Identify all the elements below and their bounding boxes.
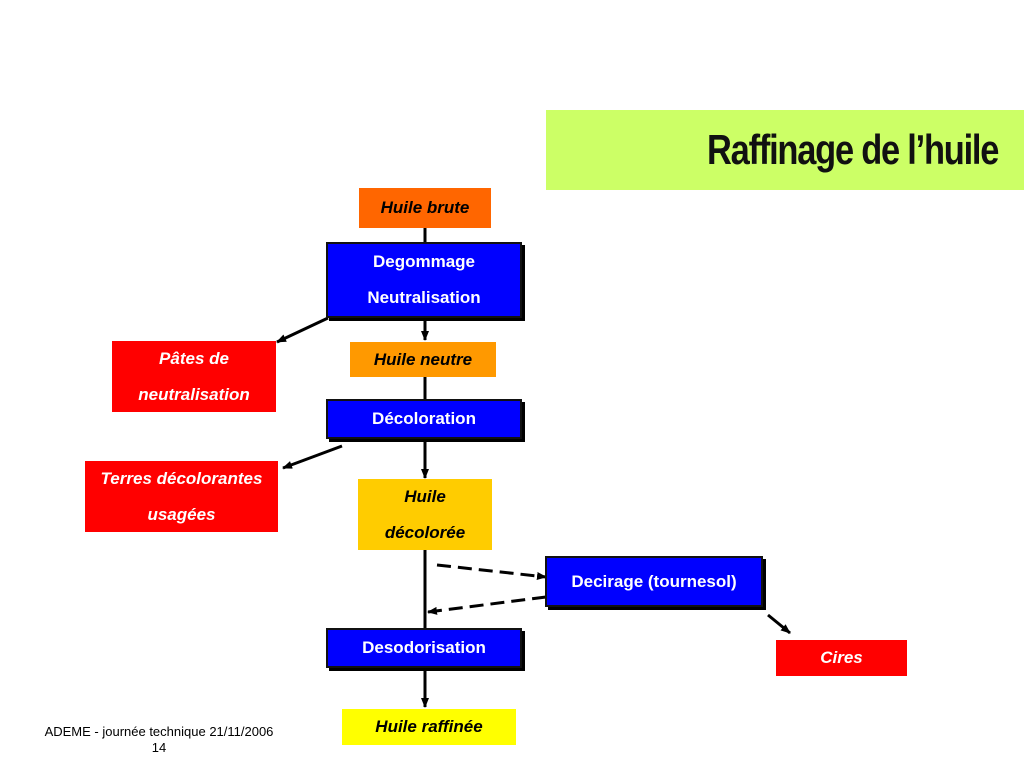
spent-earth-box: Terres décolorantes usagées [85,461,278,532]
bleached-oil-box: Huile décolorée [358,479,492,550]
dashed-arrow-from-dewaxing [427,595,547,615]
raw-oil-label: Huile brute [380,198,470,217]
arrow-to-spent-earth [282,444,343,470]
neutral-oil-label: Huile neutre [373,349,473,369]
refined-oil-label: Huile raffinée [375,717,483,736]
dashed-arrow-to-dewaxing [436,563,547,580]
soapstock-label-line1: Pâtes de [159,348,229,368]
degumming-label: Degommage [372,252,476,271]
footer-event: ADEME - journée technique 21/11/2006 [44,724,274,739]
footer: ADEME - journée technique 21/11/2006 14 [24,724,294,756]
deodorization-box: Desodorisation [326,628,522,668]
deodorization-label: Desodorisation [362,638,486,657]
spent-earth-label-line1: Terres décolorantes [100,468,263,488]
arrow-to-waxes [767,613,791,635]
bleached-oil-label-line1: Huile [404,486,446,506]
neutralization-label: Neutralisation [367,288,481,307]
slide-title: Raffinage de l’huile [707,126,999,173]
waxes-box: Cires [776,640,907,676]
dewaxing-label: Decirage (tournesol) [571,571,737,591]
spent-earth-label-line2: usagées [147,504,216,524]
degumming-neutralization-box: Degommage Neutralisation [326,242,522,318]
arrow-to-soapstock [276,316,329,344]
raw-oil-box: Huile brute [359,188,491,228]
soapstock-box: Pâtes de neutralisation [112,341,276,412]
bleaching-label: Décoloration [372,409,476,428]
bleached-oil-label-line2: décolorée [384,522,466,542]
slide-number: 14 [151,740,167,755]
bleaching-box: Décoloration [326,399,522,439]
soapstock-label-line2: neutralisation [138,384,250,404]
title-band [546,110,1024,190]
waxes-label: Cires [820,648,863,667]
dewaxing-box: Decirage (tournesol) [545,556,763,607]
neutral-oil-box: Huile neutre [350,342,496,377]
refined-oil-box: Huile raffinée [342,709,516,745]
